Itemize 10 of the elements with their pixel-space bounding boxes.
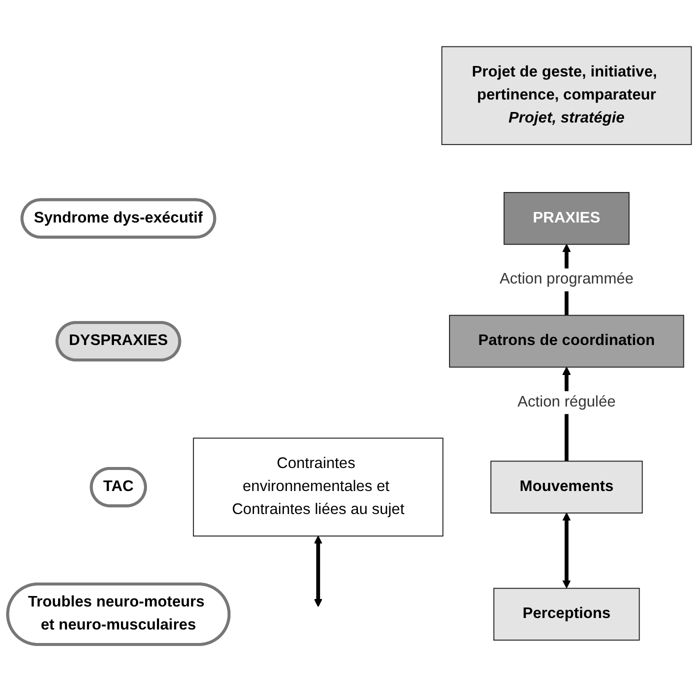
node-box: Perceptions bbox=[493, 588, 640, 641]
arrow bbox=[314, 536, 322, 607]
node-box: Patrons de coordination bbox=[449, 314, 684, 368]
edge-label: Action programmée bbox=[500, 271, 634, 288]
node-box: Contraintes environnementales et Contraintes liées au sujet bbox=[192, 438, 444, 536]
arrow bbox=[562, 512, 571, 588]
node-box: PRAXIES bbox=[504, 192, 630, 245]
node-box: Mouvements bbox=[490, 460, 643, 514]
edge-label: Action régulée bbox=[518, 394, 616, 410]
node-box: Projet de geste, initiative, pertinence, comparateur Projet, stratégie bbox=[441, 46, 692, 145]
